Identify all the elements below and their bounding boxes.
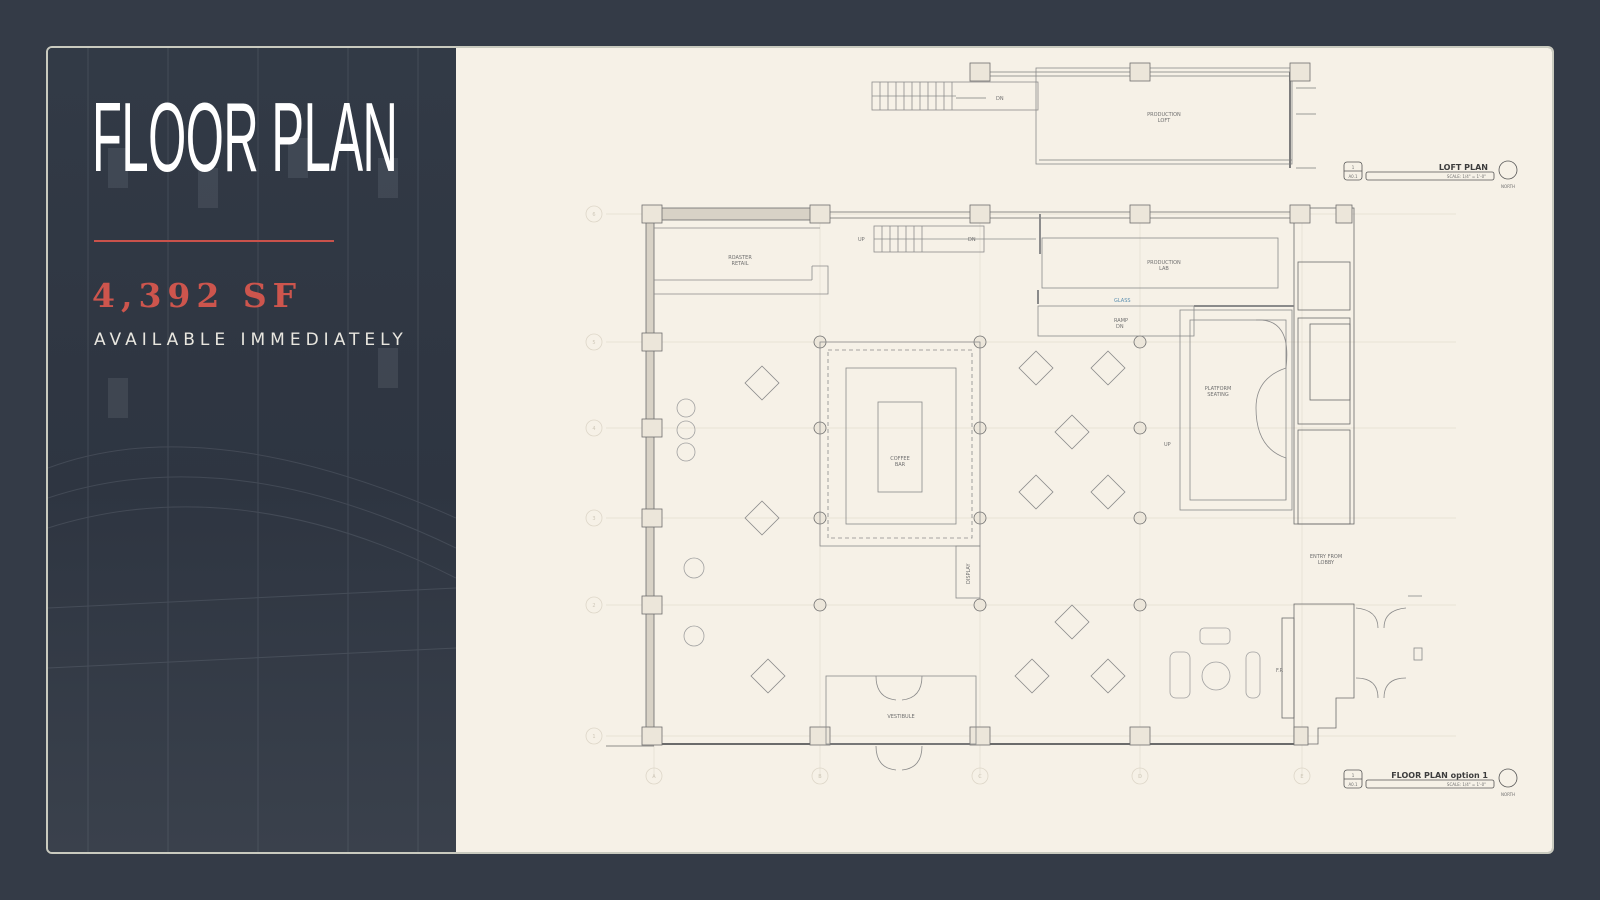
floor-plan-panel: PRODUCTION LOFT DN ROASTER RETAIL PRODUC… <box>456 48 1552 852</box>
grid-number-2: 2 <box>592 603 595 609</box>
label-display: DISPLAY <box>966 563 972 584</box>
grid-bubbles <box>585 205 1311 785</box>
label-seating: SEATING <box>1207 392 1229 398</box>
label-loft-dn: DN <box>996 96 1004 102</box>
grid-letter-d: D <box>1138 774 1142 780</box>
label-entry-from: ENTRY FROM <box>1310 554 1342 560</box>
loft-plan-title: LOFT PLAN <box>1439 163 1488 172</box>
floor-north-label: NORTH <box>1501 792 1515 797</box>
label-roaster: ROASTER <box>728 255 752 261</box>
label-bar: BAR <box>895 462 906 468</box>
label-up: UP <box>858 237 865 243</box>
loft-sheet-number: 1 <box>1352 165 1355 170</box>
entry-doors <box>1355 595 1423 699</box>
grid-number-4: 4 <box>592 426 595 432</box>
label-lab: LAB <box>1159 266 1169 272</box>
grid-number-6: 6 <box>592 212 595 218</box>
columns <box>641 204 1353 746</box>
title-divider <box>94 240 334 242</box>
label-glass: GLASS <box>1114 298 1131 304</box>
square-footage: 4,392 SF <box>92 276 303 315</box>
info-panel: FLOOR PLAN 4,392 SF AVAILABLE IMMEDIATEL… <box>48 48 456 852</box>
floor-plan-title-block <box>1343 768 1518 789</box>
floor-sheet-ref: A0.1 <box>1348 782 1358 787</box>
stair-main <box>873 214 1041 254</box>
building-photo-texture <box>48 48 456 852</box>
label-coffee: COFFEE <box>890 456 910 462</box>
platform-seating <box>1179 309 1293 511</box>
grid-letter-e: E <box>1300 774 1303 780</box>
loft-title-block <box>1343 160 1518 181</box>
grid-letter-b: B <box>818 774 822 780</box>
floor-plan-scale: SCALE: 1/4" = 1'-0" <box>1447 782 1486 787</box>
label-dn: DN <box>968 237 976 243</box>
coffee-bar <box>819 341 981 599</box>
loft-sheet-ref: A0.1 <box>1348 174 1358 179</box>
label-production-loft-2: LOFT <box>1158 118 1171 124</box>
grid-letter-c: C <box>978 774 982 780</box>
availability-text: AVAILABLE IMMEDIATELY <box>94 330 408 350</box>
label-vestibule: VESTIBULE <box>887 714 914 720</box>
label-platform: PLATFORM <box>1205 386 1232 392</box>
loft-plan-scale: SCALE: 1/4" = 1'-0" <box>1447 174 1486 179</box>
slide-frame: FLOOR PLAN 4,392 SF AVAILABLE IMMEDIATEL… <box>46 46 1554 854</box>
grid-number-5: 5 <box>592 340 595 346</box>
label-platform-up: UP <box>1164 442 1171 448</box>
loft-plan <box>871 62 1316 169</box>
roaster-retail-room <box>654 227 829 295</box>
dining-tables <box>744 350 1126 694</box>
label-retail: RETAIL <box>732 261 749 267</box>
label-production-loft-1: PRODUCTION <box>1147 112 1181 118</box>
vestibule <box>825 675 977 771</box>
label-ramp-dn: DN <box>1116 324 1124 330</box>
label-lobby: LOBBY <box>1318 560 1335 566</box>
label-production: PRODUCTION <box>1147 260 1181 266</box>
floor-sheet-number: 1 <box>1352 773 1355 778</box>
label-ramp: RAMP <box>1114 318 1128 324</box>
grid-number-1: 1 <box>592 734 595 740</box>
grid-letter-a: A <box>652 774 656 780</box>
grid-number-3: 3 <box>592 516 595 522</box>
production-lab-room <box>1037 237 1294 337</box>
label-fp: F.P. <box>1276 668 1284 674</box>
page-title: FLOOR PLAN <box>92 82 398 192</box>
loft-north-label: NORTH <box>1501 184 1515 189</box>
floor-plan-drawing: PRODUCTION LOFT DN ROASTER RETAIL PRODUC… <box>585 62 1518 797</box>
lounge-furniture <box>676 398 1261 699</box>
floor-plan-title: FLOOR PLAN option 1 <box>1391 771 1488 780</box>
